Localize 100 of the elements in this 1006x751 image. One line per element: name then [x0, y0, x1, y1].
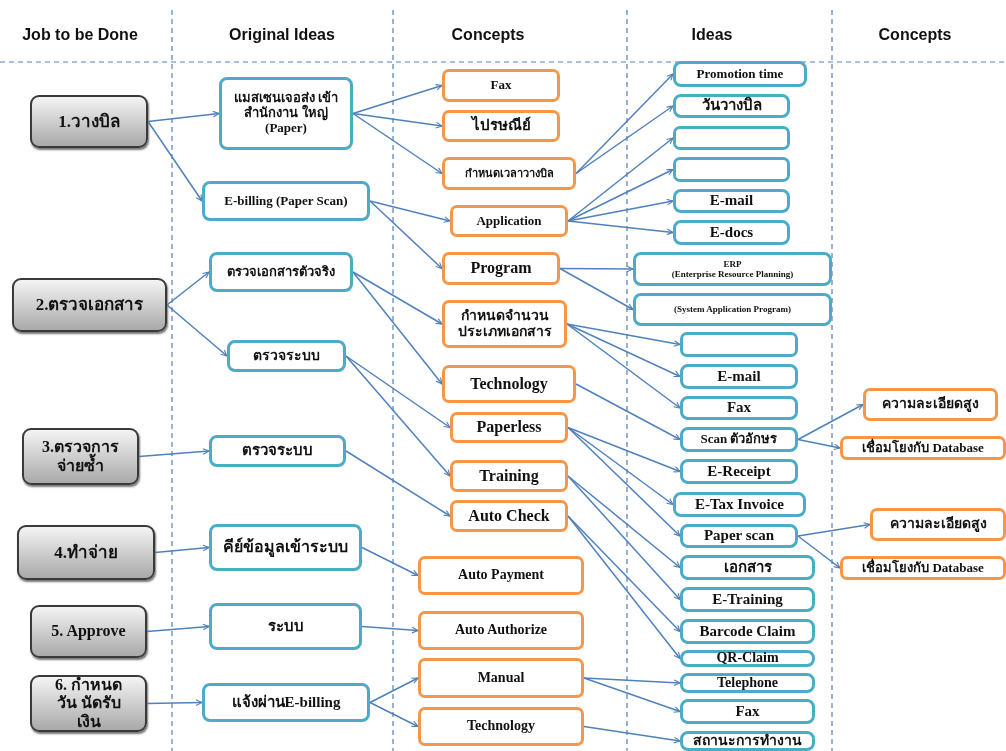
concept-box: [840, 556, 1006, 580]
arrow: [369, 200, 451, 223]
arrow: [567, 426, 681, 537]
label-text: ตรวจระบบ: [253, 347, 320, 365]
idea-box: [680, 396, 798, 420]
arrow: [352, 112, 443, 175]
arrow: [567, 198, 674, 222]
label-text: QR-Claim: [716, 650, 779, 667]
step-box: [30, 95, 148, 148]
arrow: [797, 522, 871, 537]
label-text: ตรวจเอกสารตัวจริง: [227, 264, 335, 280]
idea-box: [673, 94, 790, 118]
arrow: [559, 265, 634, 273]
arrow: [566, 323, 681, 378]
arrow: [583, 677, 681, 687]
label-text: 1.วางบิล: [58, 111, 120, 132]
concept-box: [863, 388, 998, 421]
label-text: Auto Authorize: [454, 622, 548, 639]
label-text: Auto Payment: [458, 567, 544, 584]
step-box: [12, 278, 167, 332]
label-text: เชื่อมโยงกับ Database: [862, 560, 984, 576]
arrow: [361, 546, 419, 577]
label-text: E-docs: [709, 223, 754, 242]
arrow: [566, 323, 681, 409]
label-text: (System Application Program): [674, 304, 791, 315]
label-text: Promotion time: [696, 66, 784, 82]
label-text: ไปรษณีย์: [471, 117, 531, 135]
arrow: [567, 475, 681, 569]
idea-box: [680, 555, 815, 580]
idea-box: [673, 157, 790, 182]
concept-box: [418, 556, 584, 595]
label-text: กำหนดจำนวน ประเภทเอกสาร: [456, 307, 553, 341]
arrow: [166, 271, 210, 306]
label-text: ความละเอียดสูง: [889, 516, 987, 533]
column-header: Concepts: [451, 26, 525, 44]
label-text: Fax: [490, 78, 512, 93]
arrow: [147, 120, 203, 202]
label-text: Auto Check: [468, 506, 550, 526]
label-text: Telephone: [717, 674, 778, 692]
arrow: [797, 535, 841, 569]
label-text: (Enterprise Resource Planning): [671, 269, 794, 280]
label-text: วันวางบิล: [701, 97, 762, 115]
label-text: ความละเอียดสูง: [882, 396, 979, 413]
label-text: ERP: [723, 258, 742, 269]
arrow: [352, 84, 443, 115]
label-text: แจ้งผ่านE-billing: [231, 693, 341, 712]
arrow: [566, 323, 681, 347]
arrow: [575, 383, 681, 441]
idea-box: [673, 61, 807, 87]
arrow: [154, 544, 210, 554]
arrow: [567, 475, 681, 601]
label-text: 6. กำหนดวัน นัดรับเงิน: [54, 675, 123, 732]
label-text: เอกสาร: [723, 558, 772, 577]
idea-box: [680, 650, 815, 667]
idea-box: [209, 603, 362, 650]
arrow: [567, 426, 674, 506]
label-text: Manual: [477, 669, 525, 687]
concept-box: [442, 69, 560, 102]
concept-box: [442, 157, 576, 190]
idea-box: [680, 364, 798, 389]
label-text: E-Receipt: [707, 462, 771, 481]
label-text: Scan ตัวอักษร: [700, 432, 778, 447]
concept-box: [442, 252, 560, 285]
arrow: [146, 699, 203, 706]
arrow: [352, 271, 443, 325]
arrow: [567, 137, 674, 222]
column-header: Original Ideas: [229, 26, 335, 44]
idea-box: [680, 699, 815, 724]
idea-box: [219, 77, 353, 150]
idea-box: [680, 587, 815, 612]
concept-box: [418, 658, 584, 698]
idea-box: [633, 293, 832, 326]
label-text: E-billing (Paper Scan): [224, 193, 348, 209]
arrow: [575, 105, 674, 175]
step-box: [17, 525, 155, 580]
label-text: คีย์ข้อมูลเข้าระบบ: [223, 538, 348, 557]
idea-box: [673, 220, 790, 245]
label-text: Application: [476, 213, 542, 229]
label-text: 2.ตรวจเอกสาร: [35, 295, 144, 315]
arrow: [567, 168, 674, 222]
arrow: [352, 112, 443, 129]
idea-box: [680, 332, 798, 357]
label-text: แมสเซนเจอส่ง เข้าสำนักงาน ใหญ่ (Paper): [232, 91, 340, 136]
concept-box: [840, 436, 1006, 460]
idea-box: [209, 524, 362, 571]
arrow: [567, 426, 681, 473]
arrow: [345, 450, 451, 517]
arrow: [369, 701, 419, 728]
label-text: ระบบ: [267, 617, 304, 636]
arrow: [583, 725, 681, 744]
idea-box: [673, 189, 790, 213]
step-box: [30, 605, 147, 658]
idea-box: [633, 252, 832, 286]
idea-box: [680, 459, 798, 484]
idea-box: [209, 435, 346, 467]
label-text: E-Tax Invoice: [694, 495, 784, 514]
label-text: E-mail: [717, 367, 761, 386]
arrow: [147, 110, 220, 123]
concept-box: [442, 110, 560, 142]
label-text: สถานะการทำงาน: [693, 732, 802, 750]
